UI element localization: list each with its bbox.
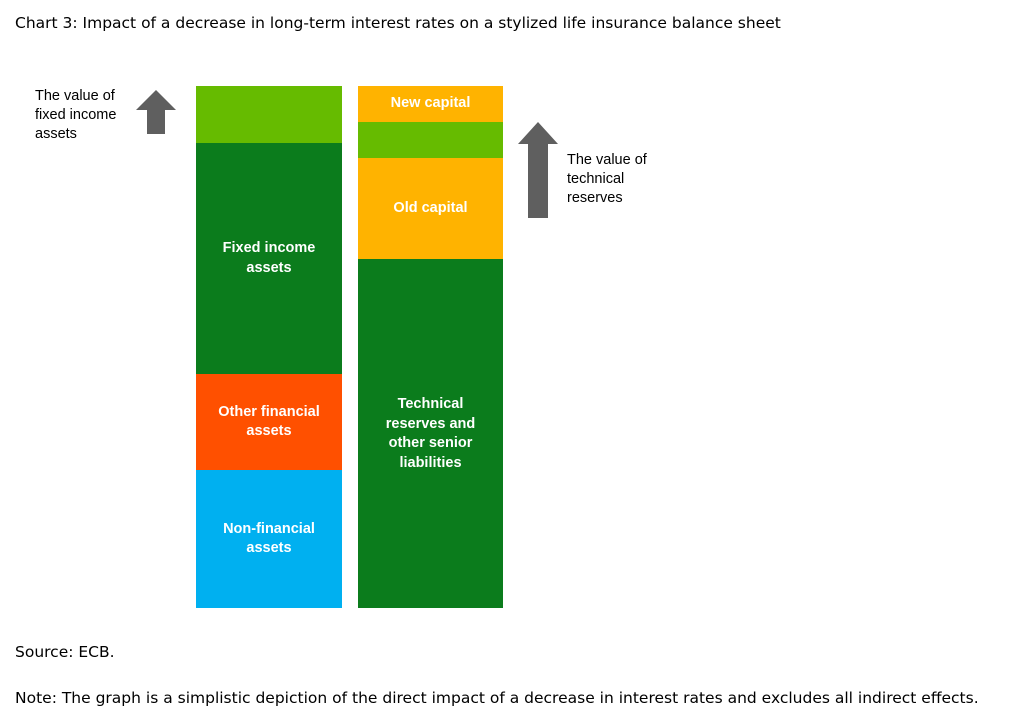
- liabilities-increase-segment: [358, 122, 503, 158]
- old-capital-segment: Old capital: [358, 158, 503, 259]
- liabilities-annotation: The value of technical reserves: [567, 152, 647, 206]
- new-capital-segment: New capital: [358, 86, 503, 122]
- up-arrow-icon: [518, 122, 558, 218]
- assets-annotation: The value of fixed income assets: [35, 88, 117, 142]
- technical-reserves-segment: Technical reserves and other senior liab…: [358, 259, 503, 608]
- fixed-income-assets-segment: Fixed income assets: [196, 143, 342, 374]
- non-financial-assets-label: Non-financial assets: [223, 520, 315, 557]
- note-text: Note: The graph is a simplistic depictio…: [15, 689, 979, 707]
- other-financial-assets-segment: Other financial assets: [196, 374, 342, 470]
- assets-column: Fixed income assets Other financial asse…: [196, 86, 342, 608]
- fixed-income-assets-label: Fixed income assets: [222, 240, 316, 276]
- source-text: Source: ECB.: [15, 643, 115, 661]
- technical-reserves-label: Technical reserves and other senior liab…: [385, 396, 476, 471]
- non-financial-assets-segment: Non-financial assets: [196, 470, 342, 608]
- new-capital-label: New capital: [390, 95, 471, 112]
- other-financial-assets-label: Other financial assets: [218, 403, 320, 440]
- fixed-income-increase-segment: [196, 86, 342, 143]
- chart-title: Chart 3: Impact of a decrease in long-te…: [15, 14, 781, 32]
- liabilities-column: New capital Old capital Technical reserv…: [358, 86, 503, 608]
- up-arrow-icon: [136, 90, 176, 134]
- old-capital-label: Old capital: [393, 199, 468, 216]
